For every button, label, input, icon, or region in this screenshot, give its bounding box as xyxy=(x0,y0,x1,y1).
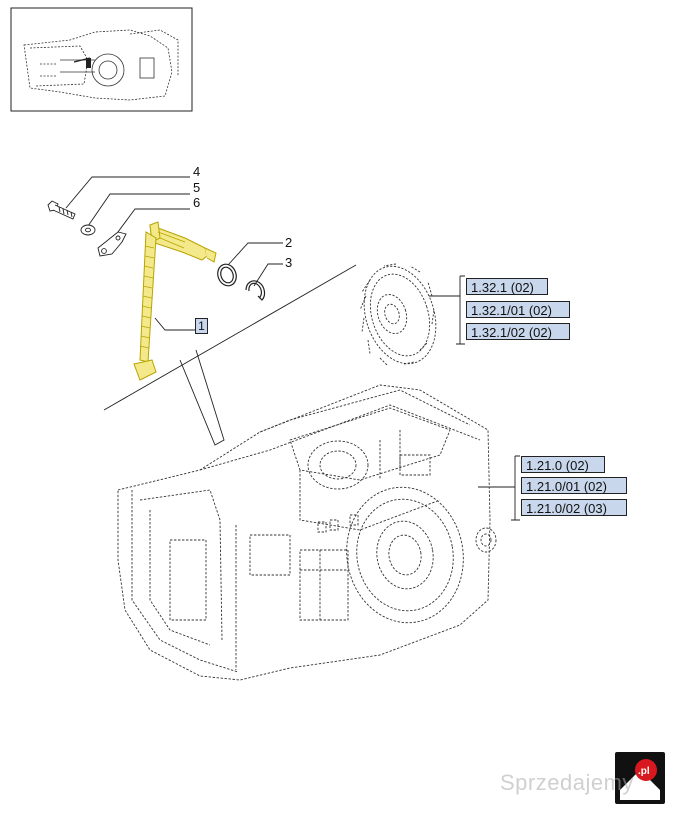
gear-ref-1[interactable]: 1.32.1 (02) xyxy=(466,278,548,295)
part-washer[interactable] xyxy=(80,224,96,236)
overview-thumbnail[interactable] xyxy=(10,7,193,112)
housing-ref-2[interactable]: 1.21.0/01 (02) xyxy=(521,477,627,494)
callout-5: 5 xyxy=(193,180,200,195)
gear-ref-3[interactable]: 1.32.1/02 (02) xyxy=(466,323,570,340)
transmission-housing[interactable] xyxy=(117,384,497,681)
callout-leaders xyxy=(65,176,520,521)
part-o-ring-2[interactable] xyxy=(215,262,239,289)
housing-ref-1[interactable]: 1.21.0 (02) xyxy=(521,456,605,473)
callout-3: 3 xyxy=(285,255,292,270)
gear-ref-2[interactable]: 1.32.1/01 (02) xyxy=(466,301,570,318)
watermark: Sprzedajemy xyxy=(500,770,634,795)
housing-ref-3[interactable]: 1.21.0/02 (03) xyxy=(521,499,627,516)
section-divider-line xyxy=(103,264,357,446)
brand-logo: .pl xyxy=(615,752,665,804)
part-dipstick-highlighted[interactable] xyxy=(133,221,217,381)
callout-1-label[interactable]: 1 xyxy=(195,318,208,334)
callout-2: 2 xyxy=(285,235,292,250)
callout-4: 4 xyxy=(193,164,200,179)
logo-text: .pl xyxy=(638,766,650,777)
part-bolt[interactable] xyxy=(47,200,76,220)
gear-assembly[interactable] xyxy=(352,257,448,373)
part-bracket[interactable] xyxy=(97,231,127,257)
part-snap-ring-3[interactable] xyxy=(245,280,266,301)
callout-6: 6 xyxy=(193,195,200,210)
